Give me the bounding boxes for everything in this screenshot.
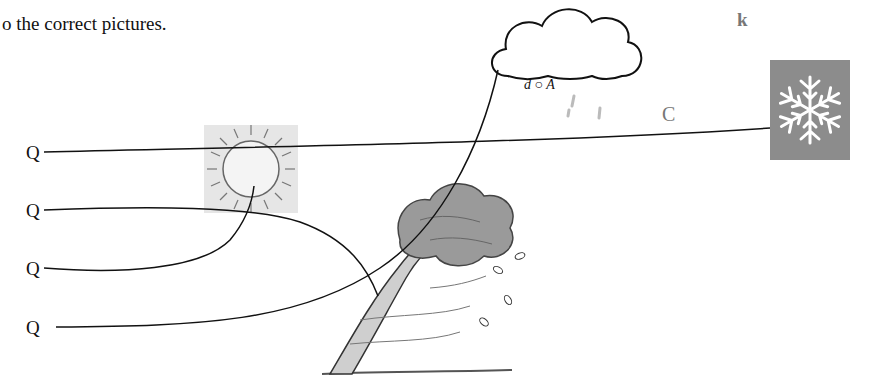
stray-letter: k [737, 10, 748, 29]
matching-lines [44, 70, 770, 327]
answer-letter: Q [26, 143, 40, 162]
answer-letter: Q [26, 201, 40, 220]
rain-cloud [492, 9, 641, 118]
instruction-text: o the correct pictures. [2, 14, 167, 33]
stray-letter: C [662, 104, 675, 124]
snowflake-picture [770, 60, 850, 160]
answer-letter: Q [26, 259, 40, 278]
answer-letter: Q [26, 318, 40, 337]
windy-tree-picture [322, 184, 526, 374]
stray-mark: d ○ A [524, 78, 555, 92]
